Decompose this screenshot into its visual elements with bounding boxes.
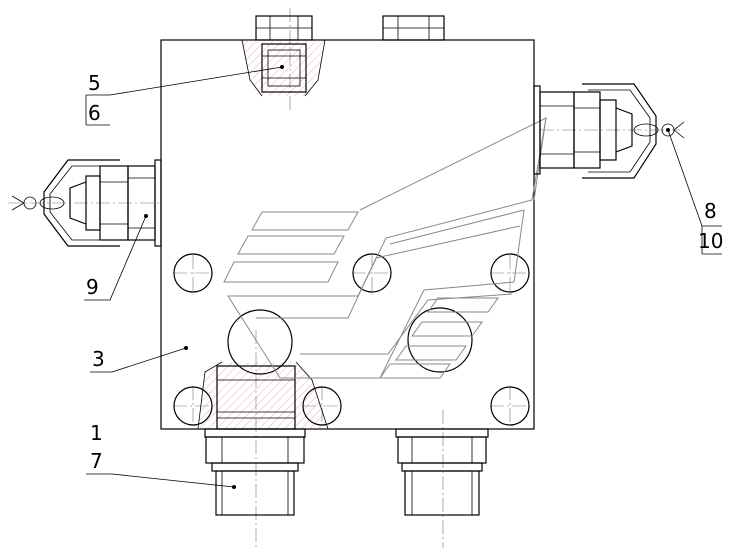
bottom-fitting-right [395,428,489,516]
right-side-fitting [533,83,685,179]
callout-9: 9 [86,275,99,299]
callout-10: 10 [698,229,723,253]
mounting-hole [490,386,530,426]
mounting-hole [173,253,213,293]
top-fitting-left [255,15,313,41]
leader-5-6 [85,65,284,126]
mounting-holes [173,253,530,426]
internal-channels [223,117,547,379]
left-side-fitting [11,159,162,247]
mounting-hole [490,253,530,293]
mounting-hole [173,386,213,426]
leader-1-7 [86,473,236,489]
callout-7: 7 [90,449,103,473]
mounting-hole [302,386,342,426]
callout-5: 5 [88,71,101,95]
callout-8: 8 [704,199,717,223]
bottom-fitting-left [204,428,306,516]
leader-3 [90,346,188,373]
bottom-port-section [197,361,329,430]
top-fitting-right [382,15,445,41]
callout-6: 6 [88,101,101,125]
leader-8-10 [666,128,722,255]
leader-9 [84,214,148,301]
center-lines [8,8,680,548]
callout-1: 1 [90,421,103,445]
callout-3: 3 [92,347,105,371]
mounting-hole [352,253,392,293]
